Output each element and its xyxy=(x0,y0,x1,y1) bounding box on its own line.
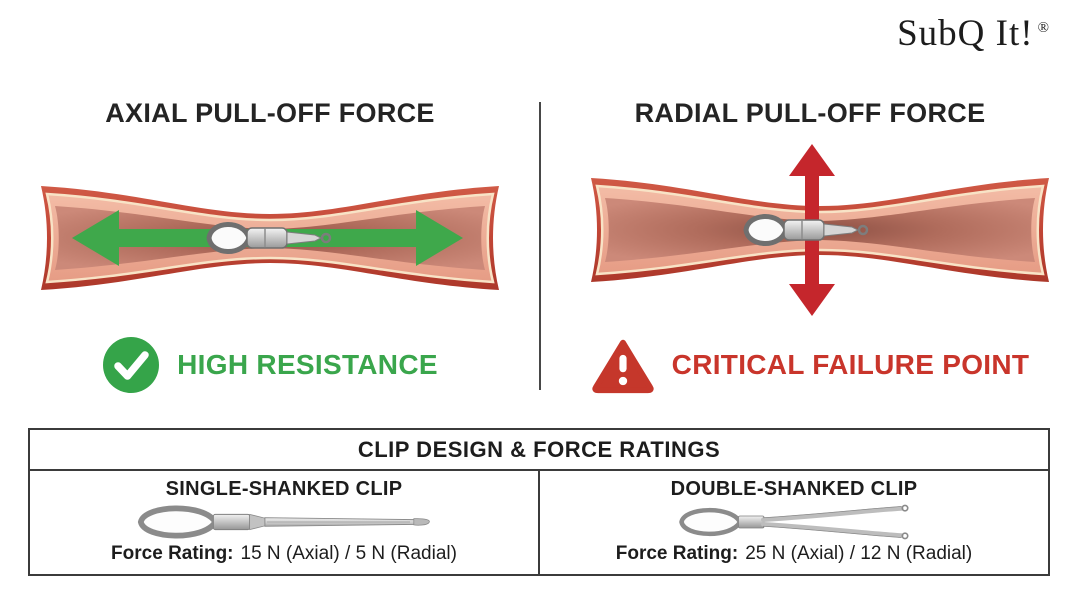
double-shanked-clip-illustration xyxy=(679,504,909,540)
brand-name: SubQ It! xyxy=(897,13,1034,54)
axial-status-row: HIGH RESISTANCE xyxy=(0,334,540,396)
brand-logo: SubQ It!® xyxy=(897,12,1050,55)
double-shanked-force-rating: Force Rating: 25 N (Axial) / 12 N (Radial… xyxy=(616,543,972,565)
single-shanked-force-rating: Force Rating: 15 N (Axial) / 5 N (Radial) xyxy=(111,543,457,565)
panel-divider xyxy=(539,102,541,390)
axial-panel-title: AXIAL PULL-OFF FORCE xyxy=(105,98,435,128)
radial-status-label: CRITICAL FAILURE POINT xyxy=(671,349,1030,380)
table-body: SINGLE-SHANKED CLIP xyxy=(30,471,1048,574)
single-shanked-clip-illustration xyxy=(137,505,430,539)
force-rating-value: 15 N (Axial) / 5 N (Radial) xyxy=(240,543,457,564)
vessel-clip-illustration xyxy=(206,222,332,254)
check-circle-icon xyxy=(103,337,160,393)
warning-triangle-icon xyxy=(592,339,654,394)
single-shanked-clip-cell: SINGLE-SHANKED CLIP xyxy=(30,471,540,574)
force-ratings-table: CLIP DESIGN & FORCE RATINGS SINGLE-SHANK… xyxy=(28,428,1050,576)
single-shanked-clip-title: SINGLE-SHANKED CLIP xyxy=(165,478,403,500)
radial-status-row: CRITICAL FAILURE POINT xyxy=(540,334,1080,396)
force-rating-value: 25 N (Axial) / 12 N (Radial) xyxy=(745,543,973,564)
vessel-clip-illustration xyxy=(743,214,869,246)
force-rating-label: Force Rating: xyxy=(111,543,234,564)
table-title: CLIP DESIGN & FORCE RATINGS xyxy=(30,430,1048,471)
axial-vessel-illustration xyxy=(41,186,499,290)
double-shanked-clip-cell: DOUBLE-SHANKED CLIP xyxy=(540,471,1048,574)
force-rating-label: Force Rating: xyxy=(615,543,739,564)
axial-status-label: HIGH RESISTANCE xyxy=(177,349,438,380)
radial-panel-title: RADIAL PULL-OFF FORCE xyxy=(634,98,986,128)
radial-vessel-illustration xyxy=(591,144,1049,316)
registered-trademark-icon: ® xyxy=(1037,19,1050,36)
double-shanked-clip-title: DOUBLE-SHANKED CLIP xyxy=(670,478,918,500)
